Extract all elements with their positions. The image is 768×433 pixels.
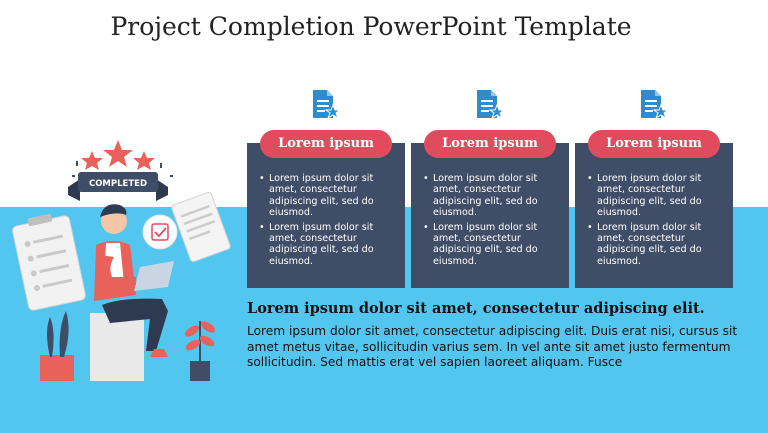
potted-plant-icon (185, 321, 215, 381)
cactus-plant-icon (40, 311, 74, 381)
stool (90, 313, 144, 381)
column-2-bullet-1: Lorem ipsum dolor sit amet, consectetur … (423, 173, 561, 219)
summary-body: Lorem ipsum dolor sit amet, consectetur … (247, 324, 738, 369)
person-figure (94, 204, 174, 357)
column-3-bullet-2: Lorem ipsum dolor sit amet, consectetur … (587, 222, 725, 268)
document-star-icon (641, 90, 670, 120)
column-1-bullet-2: Lorem ipsum dolor sit amet, consectetur … (259, 222, 397, 268)
check-bubble-icon (142, 214, 178, 250)
slide-title: Project Completion PowerPoint Template (110, 12, 632, 41)
stars-icon (81, 140, 155, 170)
completed-banner: COMPLETED (68, 172, 168, 201)
column-3-bullet-1: Lorem ipsum dolor sit amet, consectetur … (587, 173, 725, 219)
completed-illustration: COMPLETED (12, 140, 231, 381)
summary-heading: Lorem ipsum dolor sit amet, consectetur … (247, 300, 705, 317)
paper-icon (171, 191, 231, 263)
confetti (72, 161, 173, 177)
column-1-bullet-1: Lorem ipsum dolor sit amet, consectetur … (259, 173, 397, 219)
column-2-label: Lorem ipsum (424, 130, 556, 158)
clipboard-icon (12, 213, 86, 311)
column-1-label: Lorem ipsum (260, 130, 392, 158)
column-2-bullet-2: Lorem ipsum dolor sit amet, consectetur … (423, 222, 561, 268)
column-2-card: Lorem ipsum dolor sit amet, consectetur … (411, 143, 569, 288)
column-3-label: Lorem ipsum (588, 130, 720, 158)
column-3-card: Lorem ipsum dolor sit amet, consectetur … (575, 143, 733, 288)
badge-label: COMPLETED (89, 179, 147, 189)
document-star-icon (477, 90, 506, 120)
column-1-card: Lorem ipsum dolor sit amet, consectetur … (247, 143, 405, 288)
document-star-icon (313, 90, 342, 120)
